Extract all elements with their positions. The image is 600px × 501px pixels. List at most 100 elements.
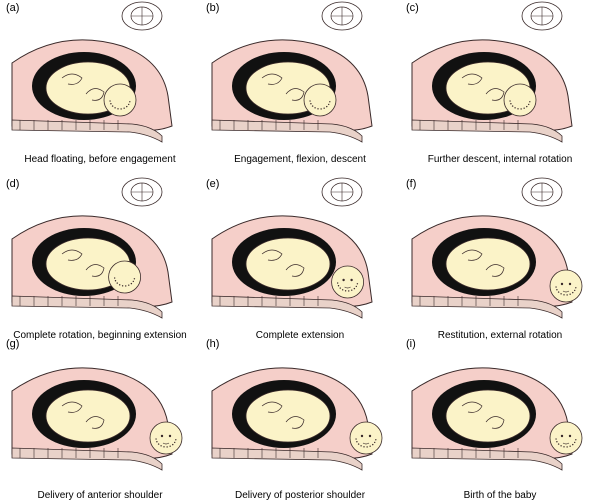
hair-dot [575, 439, 577, 441]
fetal-eye [350, 278, 353, 282]
panel-g: (g) Delivery of anterior shoulder [2, 336, 198, 501]
fetal-limb [261, 73, 283, 85]
hair-dot [113, 277, 116, 279]
hair-dot [133, 278, 136, 280]
hair-dot [575, 287, 577, 289]
hair-dot [526, 105, 528, 108]
pelvis-icon [121, 177, 163, 207]
hair-dot [157, 443, 160, 445]
panel-b: (b) Engagement, flexion, descent [202, 0, 398, 165]
panel-i: (i) Birth of the baby [402, 336, 598, 501]
panel-e: (e) Complete extension [202, 176, 398, 341]
panel-caption: Complete rotation, beginning extension [13, 330, 187, 341]
hair-dot [514, 107, 516, 109]
hair-dot [121, 285, 124, 287]
hair-dot [566, 446, 568, 448]
fetal-limb [261, 401, 283, 413]
fetal-limb [61, 73, 83, 85]
panel-c: (c) Further descent, internal rotation [402, 0, 598, 165]
hair-dot [320, 108, 322, 110]
panel-caption: Birth of the baby [463, 490, 537, 501]
fetal-mouth [162, 442, 170, 445]
spine [211, 119, 363, 143]
hair-dot [572, 291, 574, 294]
fetal-limb [261, 249, 283, 261]
panel-letter: (d) [6, 178, 20, 190]
hair-dot [163, 446, 165, 448]
spine [11, 295, 163, 319]
fetal-head [103, 83, 137, 117]
skull-sutures [331, 183, 353, 201]
hair-dot [517, 108, 519, 110]
fetal-limb [61, 401, 83, 413]
hair-dot [125, 285, 127, 287]
hair-dot [555, 286, 557, 288]
hair-dot [128, 284, 130, 286]
hair-dot [109, 100, 111, 102]
hair-dot [363, 446, 365, 448]
fetal-limb [461, 401, 483, 413]
fetal-mouth [562, 442, 570, 445]
fetal-eye [342, 278, 345, 282]
hair-dot [569, 293, 571, 295]
panel-letter: (i) [406, 338, 416, 350]
hair-dot [574, 441, 576, 444]
hair-dot [317, 108, 319, 110]
fetal-head [108, 260, 141, 294]
fetal-head [331, 265, 365, 299]
panel-caption: Complete extension [255, 330, 345, 341]
hair-dot [556, 289, 558, 291]
panel-a-illustration [11, 1, 173, 143]
hair-dot [356, 441, 358, 443]
hair-dot [529, 101, 531, 103]
hair-dot [574, 289, 576, 292]
hair-dot [339, 287, 341, 289]
hair-dot [114, 107, 116, 109]
fetal-eye [568, 434, 572, 438]
hair-dot [326, 105, 328, 108]
panel-caption: Delivery of posterior shoulder [234, 490, 366, 501]
fetal-body [45, 389, 131, 443]
panel-f-illustration [411, 177, 583, 319]
fetal-limb [285, 264, 305, 277]
panel-h-illustration [211, 367, 383, 471]
skull-sutures [531, 7, 553, 25]
fetal-head [149, 421, 183, 455]
hair-dot [309, 100, 311, 102]
fetal-body [245, 389, 331, 443]
hair-dot [569, 445, 571, 447]
hair-dot [563, 294, 565, 296]
spine [411, 447, 563, 471]
fetal-head [549, 269, 583, 303]
fetal-eye [160, 434, 164, 438]
hair-dot [360, 445, 362, 447]
panel-caption: Engagement, flexion, descent [234, 154, 366, 165]
hair-dot [344, 290, 347, 292]
panel-caption: Restitution, external rotation [437, 330, 563, 341]
fetal-eye [568, 282, 572, 286]
hair-dot [510, 103, 512, 105]
fetal-eye [368, 434, 372, 438]
pelvis-icon [321, 1, 363, 31]
hair-dot [375, 439, 377, 441]
fetal-eye [560, 434, 564, 438]
hair-dot [356, 283, 359, 285]
panel-g-illustration [11, 367, 183, 471]
pelvis-icon [521, 1, 563, 31]
hair-dot [166, 446, 168, 448]
hair-dot [126, 105, 128, 108]
hair-dot [175, 439, 177, 441]
hair-dot [572, 443, 574, 446]
panel-h: (h) Delivery of posterior shoulder [202, 336, 398, 501]
hair-dot [341, 289, 344, 291]
hair-dot [160, 445, 162, 447]
hair-dot [528, 103, 530, 106]
fetal-body [445, 389, 531, 443]
fetal-limb [485, 88, 505, 101]
panel-letter: (b) [206, 2, 220, 14]
hair-dot [351, 289, 353, 291]
fetal-eye [168, 434, 172, 438]
hair-dot [357, 443, 360, 445]
hair-dot [509, 100, 511, 102]
